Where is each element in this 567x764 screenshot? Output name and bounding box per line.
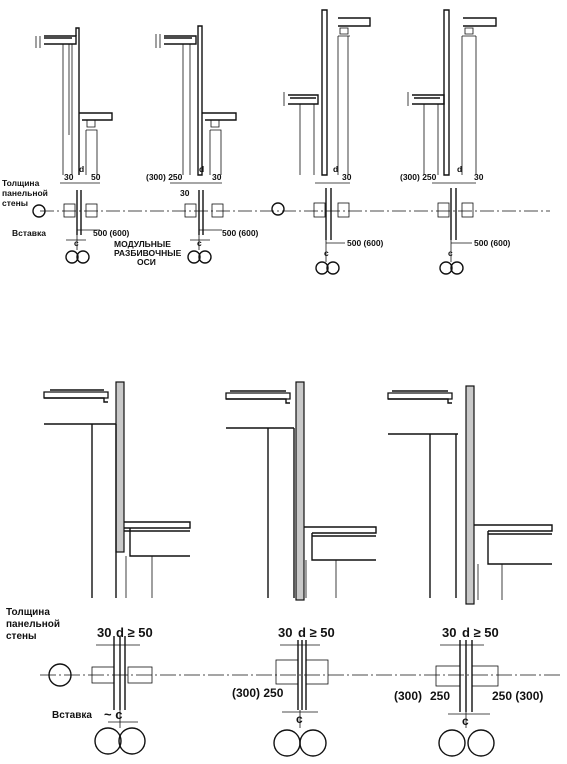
modular-axes-label-3: ОСИ: [137, 257, 156, 267]
dim-30-2-left: 30: [180, 188, 190, 198]
dim-300-250-6: (300) 250: [232, 686, 284, 700]
dim-tilde-c-5: ~ c: [104, 707, 122, 722]
dim-50-1: 50: [91, 172, 101, 182]
section-3: [283, 9, 371, 176]
plan-2: [170, 182, 224, 264]
plan-1: [32, 182, 100, 264]
dim-ge50-5: d ≥ 50: [116, 625, 153, 640]
plan-3: [271, 182, 350, 275]
insert-label-small: Вставка: [12, 228, 46, 238]
dim-500-600-4: 500 (600): [474, 238, 511, 248]
section-6: [225, 381, 377, 601]
section-1: [35, 27, 113, 175]
plan-4: [432, 182, 476, 275]
dim-ge50-7: d ≥ 50: [462, 625, 499, 640]
dim-c-2: c: [197, 238, 202, 248]
dim-c-3: c: [324, 248, 329, 258]
wall-thickness-label-large-1: Толщина: [6, 607, 50, 618]
section-2: [155, 25, 237, 176]
section-7: [387, 385, 553, 605]
insert-label-large: Вставка: [52, 710, 92, 721]
dim-ge50-6: d ≥ 50: [298, 625, 335, 640]
dim-250-7: 250: [430, 689, 450, 703]
dim-30-4: 30: [474, 172, 484, 182]
modular-axes-label-1: МОДУЛЬНЫЕ: [114, 239, 171, 249]
modular-axes-label-2: РАЗБИВОЧНЫЕ: [114, 248, 182, 258]
dim-300-250-4: (300) 250: [400, 172, 437, 182]
dim-c-6: c: [296, 712, 303, 726]
dim-c-1: c: [74, 238, 79, 248]
dim-30-6: 30: [278, 625, 292, 640]
dim-c-4: c: [448, 248, 453, 258]
dim-c-7: c: [462, 714, 469, 728]
wall-thickness-label-small-2: панельной: [2, 188, 48, 198]
dim-30-1: 30: [64, 172, 74, 182]
dim-30-5: 30: [97, 625, 111, 640]
dim-300-7: (300): [394, 689, 422, 703]
wall-thickness-label-large-3: стены: [6, 631, 37, 642]
dim-300-250-2: (300) 250: [146, 172, 183, 182]
wall-thickness-label-small-1: Толщина: [2, 178, 40, 188]
dim-30-2-right: 30: [212, 172, 222, 182]
dim-500-600-2: 500 (600): [222, 228, 259, 238]
dim-d-1: d: [79, 164, 84, 174]
dim-30-7: 30: [442, 625, 456, 640]
wall-thickness-label-small-3: стены: [2, 198, 28, 208]
wall-thickness-label-large-2: панельной: [6, 619, 60, 630]
dim-30-3: 30: [342, 172, 352, 182]
plan-5: [48, 636, 153, 755]
dim-250-300-7: 250 (300): [492, 689, 543, 703]
plan-7: [435, 640, 499, 757]
section-4: [407, 9, 497, 176]
plan-6: [273, 640, 329, 757]
dim-d-4: d: [457, 164, 462, 174]
dim-500-600-1: 500 (600): [93, 228, 130, 238]
dim-500-600-3: 500 (600): [347, 238, 384, 248]
section-5: [43, 381, 191, 598]
dim-d-2: d: [199, 164, 204, 174]
dim-d-3: d: [333, 164, 338, 174]
